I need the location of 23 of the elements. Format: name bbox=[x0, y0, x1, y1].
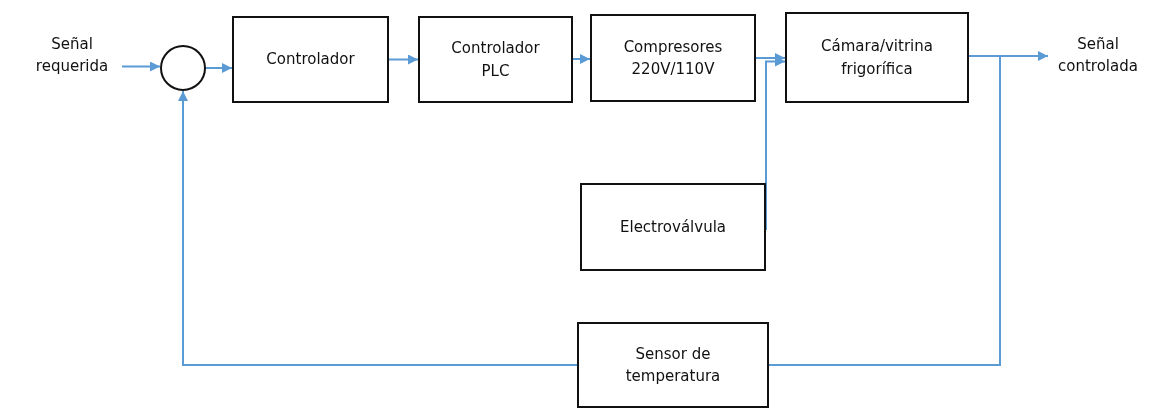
arrow bbox=[388, 54, 419, 65]
signal-label: Señal controlada bbox=[1048, 22, 1148, 88]
box-label: Sensor de temperatura bbox=[624, 343, 722, 387]
box-label: Electroválvula bbox=[619, 216, 727, 238]
box-label: Cámara/vitrina frigorífica bbox=[820, 36, 934, 80]
process-box bbox=[785, 12, 969, 103]
process-box bbox=[232, 16, 389, 103]
box-label: Controlador bbox=[265, 49, 356, 71]
arrow bbox=[178, 90, 578, 366]
process-box bbox=[580, 183, 766, 271]
process-box bbox=[590, 14, 756, 102]
summing-junction-circle bbox=[160, 45, 206, 91]
process-box bbox=[418, 16, 573, 103]
arrow bbox=[121, 61, 161, 72]
arrow bbox=[755, 53, 786, 63]
arrow bbox=[572, 54, 591, 64]
signal-label: Señal requerida bbox=[22, 22, 122, 88]
connector-line bbox=[768, 55, 1001, 366]
process-box bbox=[577, 322, 769, 408]
arrow bbox=[765, 56, 786, 231]
arrow bbox=[205, 63, 233, 73]
box-label: Compresores 220V/110V bbox=[622, 36, 724, 80]
box-label: Controlador PLC bbox=[450, 38, 541, 82]
